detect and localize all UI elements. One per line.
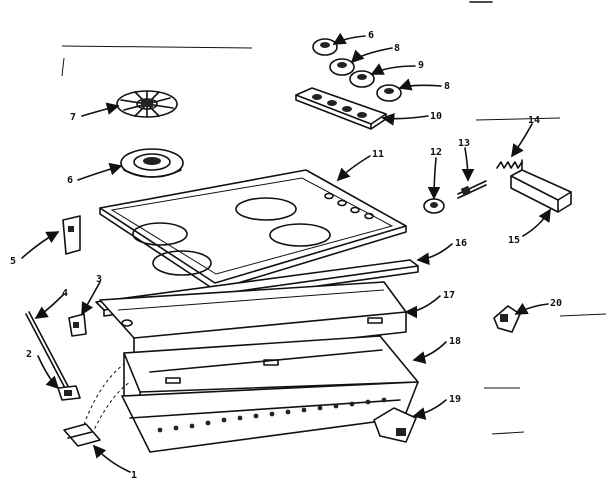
scan-marks — [61, 1, 607, 435]
part-19-switch — [373, 407, 417, 443]
part-2-connector — [57, 385, 81, 401]
control-knobs — [312, 38, 402, 102]
callout-2: 2 — [26, 349, 32, 360]
callout-4: 4 — [62, 288, 68, 299]
callout-3: 3 — [96, 274, 102, 285]
leader-lines — [21, 32, 551, 473]
callout-17: 17 — [443, 290, 455, 301]
callout-19: 19 — [449, 394, 461, 405]
part-4-rod — [25, 311, 70, 391]
callout-8b: 8 — [394, 43, 400, 54]
callout-14: 14 — [528, 115, 540, 126]
part-6-drip-pan — [120, 148, 184, 178]
part-5-bracket — [62, 215, 81, 255]
callout-1: 1 — [131, 470, 137, 481]
part-3-clip — [68, 313, 87, 337]
callout-8a: 6 — [368, 30, 374, 41]
callout-labels: 6 8 9 8 10 7 6 11 12 13 14 15 16 17 18 1… — [10, 30, 562, 481]
part-10-control-panel — [295, 87, 387, 130]
callout-7: 7 — [70, 112, 76, 123]
callout-16: 16 — [455, 238, 467, 249]
part-13-shaft — [457, 180, 487, 199]
callout-15: 15 — [508, 235, 520, 246]
callout-11: 11 — [372, 149, 384, 160]
part-20-clip — [493, 305, 521, 333]
part-14-spring — [496, 161, 523, 169]
callout-10: 10 — [430, 111, 442, 122]
callout-13: 13 — [458, 138, 470, 149]
callout-6: 6 — [67, 175, 73, 186]
part-19-bottom-plate — [121, 381, 419, 453]
callout-20: 20 — [550, 298, 562, 309]
callout-18: 18 — [449, 336, 461, 347]
part-15-bracket — [510, 159, 572, 213]
callout-5: 5 — [10, 256, 16, 267]
callout-8c: 8 — [444, 81, 450, 92]
callout-9: 9 — [418, 60, 424, 71]
part-7-burner-grate — [116, 90, 178, 118]
part-12-knob-insert — [423, 198, 445, 214]
callout-12: 12 — [430, 147, 442, 158]
part-1-terminal-block — [63, 363, 131, 447]
